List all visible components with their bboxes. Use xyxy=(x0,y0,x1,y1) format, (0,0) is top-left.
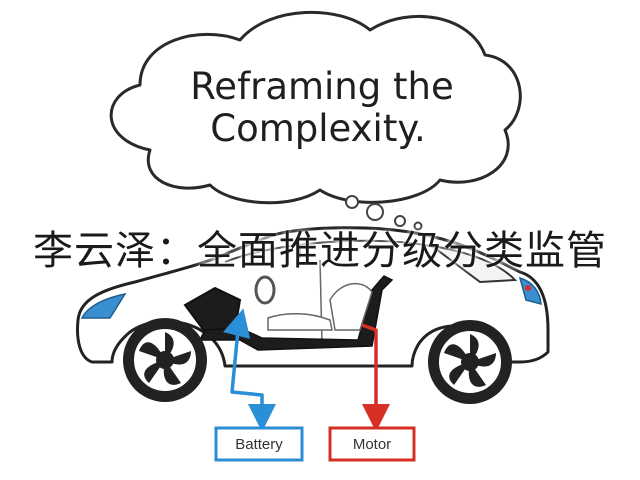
bubble-line-1: Reframing the xyxy=(190,65,453,108)
motor-box: Motor xyxy=(328,426,416,462)
steering-wheel-icon xyxy=(254,275,276,305)
overlay-title: 李云泽：全面推进分级分类监管 xyxy=(33,228,607,274)
rear-wheel-icon xyxy=(428,320,512,404)
thought-bubble: Reframing the Complexity. xyxy=(109,10,522,205)
battery-label: Battery xyxy=(235,436,283,453)
rear-seat xyxy=(267,312,333,331)
thought-trail xyxy=(345,195,423,231)
motor-label: Motor xyxy=(353,436,391,453)
car-rear-window xyxy=(431,245,518,284)
car-door-seam xyxy=(319,259,323,346)
front-wheel-icon xyxy=(123,318,207,402)
taillight-dot xyxy=(525,285,531,291)
taillight-icon xyxy=(518,276,542,305)
rear-seatback xyxy=(329,282,373,331)
bubble-line-2: Complexity. xyxy=(210,107,425,150)
motor-arrow xyxy=(361,323,390,432)
battery-arrow xyxy=(223,308,276,432)
car-body xyxy=(76,226,550,368)
car-illustration xyxy=(76,226,550,404)
battery-box: Battery xyxy=(214,426,304,462)
headlight-icon xyxy=(80,292,127,319)
